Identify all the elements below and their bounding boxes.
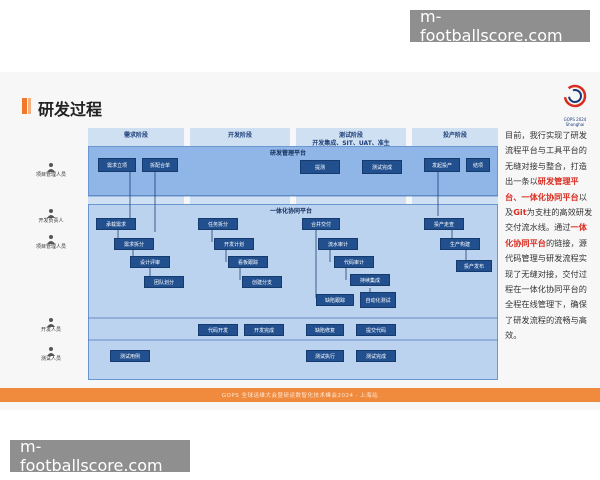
box-code-dev: 代码开发	[198, 324, 238, 336]
box-branch: 创建分支	[242, 276, 282, 288]
stage-subtitle-test: 开发集成、SIT、UAT、准生	[312, 140, 390, 147]
description-text: 目前，我行实现了研发流程平台与工具平台的无缝对接与整合，打造出一条以研发管理平台…	[505, 128, 593, 344]
platform-rd-management-title: 研发管理平台	[270, 150, 307, 157]
box-dev-plan: 开发计划	[214, 238, 254, 250]
title-accent-bar-light	[28, 98, 31, 114]
stage-title-dev: 开发阶段	[227, 132, 252, 139]
box-test-case: 测试用例	[110, 350, 150, 362]
logo-city: Shanghai	[565, 122, 585, 127]
user-icon	[47, 209, 55, 218]
stage-title-requirement: 需求阶段	[123, 132, 148, 139]
box-dev-done: 开发完成	[244, 324, 284, 336]
box-team-split: 团队划分	[144, 276, 184, 288]
lane-lines	[88, 164, 498, 341]
box-submit-code: 提交代码	[356, 324, 396, 336]
box-req-create: 需求立项	[98, 158, 136, 172]
box-req-split: 需求拆分	[114, 238, 154, 250]
stage-title-test: 测试阶段	[338, 132, 363, 139]
platform-collaboration-title: 一体化协同平台	[270, 208, 313, 215]
slide-title: 研发过程	[38, 100, 103, 119]
box-prod-build: 生产构建	[440, 238, 480, 250]
desc-highlight-2: Git	[513, 207, 527, 218]
user-icon	[47, 235, 55, 244]
lane-label-pm-2: 项目管理人员	[36, 244, 67, 250]
user-icon	[47, 318, 55, 327]
desc-highlight-3: 一体化协同平台	[505, 222, 587, 248]
gops-logo-icon	[563, 84, 587, 108]
logo-brand: GOPS 2024	[563, 117, 587, 122]
user-icon	[47, 163, 55, 172]
box-design-review: 设计评审	[130, 256, 170, 268]
user-icon	[47, 347, 55, 356]
lane-label-pm: 项目管理人员	[36, 172, 67, 178]
stage-title-release: 投产阶段	[442, 132, 467, 139]
box-deploy: 投产发布	[456, 260, 492, 272]
title-accent-bar	[22, 98, 27, 114]
lane-label-test: 测试人员	[40, 356, 61, 362]
watermark-top: m-footballscore.com	[410, 7, 590, 45]
box-auto-test: 自动化测试	[360, 292, 396, 308]
box-continuous-integration: 持续集成	[350, 274, 390, 286]
box-task-split: 任务拆分	[198, 218, 238, 230]
box-pipeline-audit: 流水审计	[318, 238, 358, 250]
box-test-submit: 提测	[300, 160, 340, 174]
box-req-receive: 承载需求	[96, 218, 136, 230]
desc-part-2: 以及	[505, 191, 587, 218]
box-release-submit: 发起投产	[424, 158, 460, 172]
desc-part-1: 目前，我行实现了研发流程平台与工具平台的无缝对接与整合，打造出一条以	[505, 130, 587, 187]
desc-part-4: 的链接，源代码管理与研发流程实现了无缝对接，交付过程在一体化协同平台的全程在线管…	[505, 237, 587, 341]
box-code-audit: 代码审计	[334, 256, 374, 268]
box-close: 结项	[466, 158, 490, 172]
slide: 研发过程 GOPS 2024 Shanghai 需求阶段 开发阶段 测试阶段 开…	[0, 72, 600, 410]
box-release-go: 投产走查	[424, 218, 464, 230]
lane-label-dev-lead: 开发负责人	[38, 218, 64, 224]
logo-text: GOPS 2024 Shanghai	[555, 117, 595, 127]
box-test-done: 测试完成	[362, 160, 402, 174]
box-defect-track: 缺陷跟踪	[316, 294, 354, 306]
lane-label-dev: 开发人员	[40, 327, 61, 333]
process-diagram: 需求阶段 开发阶段 测试阶段 开发集成、SIT、UAT、准生 投产阶段 研发管理…	[0, 72, 600, 410]
slide-footer: GOPS 全球运维大会暨研运数智化技术峰会2024 · 上海站	[0, 388, 600, 402]
box-kanban: 看板跟踪	[228, 256, 268, 268]
box-split-plan: 拆配合单	[142, 158, 178, 172]
box-defect-fix: 缺陷修复	[306, 324, 344, 336]
box-test-done-2: 测试完成	[356, 350, 396, 362]
watermark-bottom: m-footballscore.com	[10, 437, 190, 475]
box-test-exec: 测试执行	[306, 350, 344, 362]
desc-highlight-1: 研发管理平台、一体化协同平台	[505, 176, 579, 202]
platform-collaboration	[88, 204, 498, 380]
box-merge: 合并交付	[302, 218, 340, 230]
desc-part-3: 为支柱的高效研发交付流水线。通过	[505, 207, 593, 233]
